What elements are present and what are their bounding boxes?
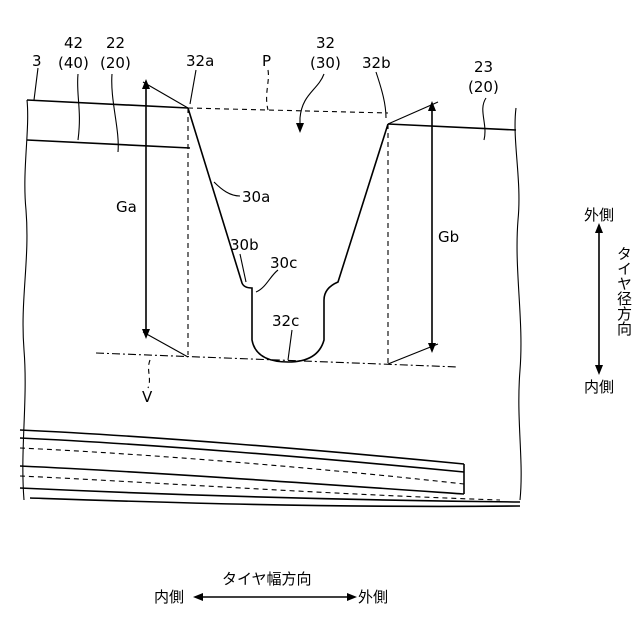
radial-direction-title: タイヤ径方向: [615, 246, 633, 336]
layer-42-boundary: [27, 140, 190, 148]
leader-30a: [214, 182, 240, 196]
leader-32: [300, 74, 324, 118]
label-40: (40): [58, 54, 89, 72]
tread-surface-left: [27, 100, 188, 108]
belt-layer-1: [20, 430, 464, 464]
gb-ext-top: [388, 102, 438, 124]
leader-32a: [190, 70, 196, 104]
label-Gb: Gb: [438, 228, 459, 246]
label-32a: 32a: [186, 52, 214, 70]
line-P: [188, 108, 388, 113]
belt-layer-7: [30, 498, 520, 506]
label-30a: 30a: [242, 188, 270, 206]
label-30b: 30b: [230, 236, 259, 254]
right-break-edge: [515, 108, 521, 500]
label-23: 23: [474, 58, 493, 76]
label-Ga: Ga: [116, 198, 137, 216]
label-P: P: [262, 52, 271, 70]
width-inner-label: 内側: [154, 588, 184, 606]
gb-ext-bottom: [388, 344, 438, 364]
line-V: [96, 353, 458, 367]
leader-V: [148, 360, 150, 388]
label-32c: 32c: [272, 312, 299, 330]
left-break-edge: [23, 100, 28, 500]
radial-inner-label: 内側: [584, 378, 614, 396]
leader-22: [112, 74, 119, 152]
label-22: 22: [106, 34, 125, 52]
leader-3: [34, 68, 38, 100]
label-32: 32: [316, 34, 335, 52]
ga-ext-bottom: [143, 332, 188, 357]
label-32b: 32b: [362, 54, 391, 72]
tread-surface-right: [388, 124, 516, 130]
leader-32b: [376, 72, 386, 118]
label-30c: 30c: [270, 254, 297, 272]
label-20-right: (20): [468, 78, 499, 96]
leader-P: [267, 70, 269, 110]
leader-30c: [256, 270, 278, 292]
radial-outer-label: 外側: [584, 206, 614, 224]
ga-ext-top: [143, 82, 188, 108]
label-3: 3: [32, 52, 42, 70]
leader-42: [78, 74, 80, 140]
leader-32c: [288, 330, 292, 360]
leader-23: [483, 98, 486, 140]
label-20-left: (20): [100, 54, 131, 72]
label-V: V: [142, 388, 153, 406]
belt-layer-4: [20, 466, 464, 494]
belt-layer-2: [20, 438, 464, 472]
label-42: 42: [64, 34, 83, 52]
width-direction-title: タイヤ幅方向: [222, 570, 312, 588]
width-outer-label: 外側: [358, 588, 388, 606]
label-30: (30): [310, 54, 341, 72]
